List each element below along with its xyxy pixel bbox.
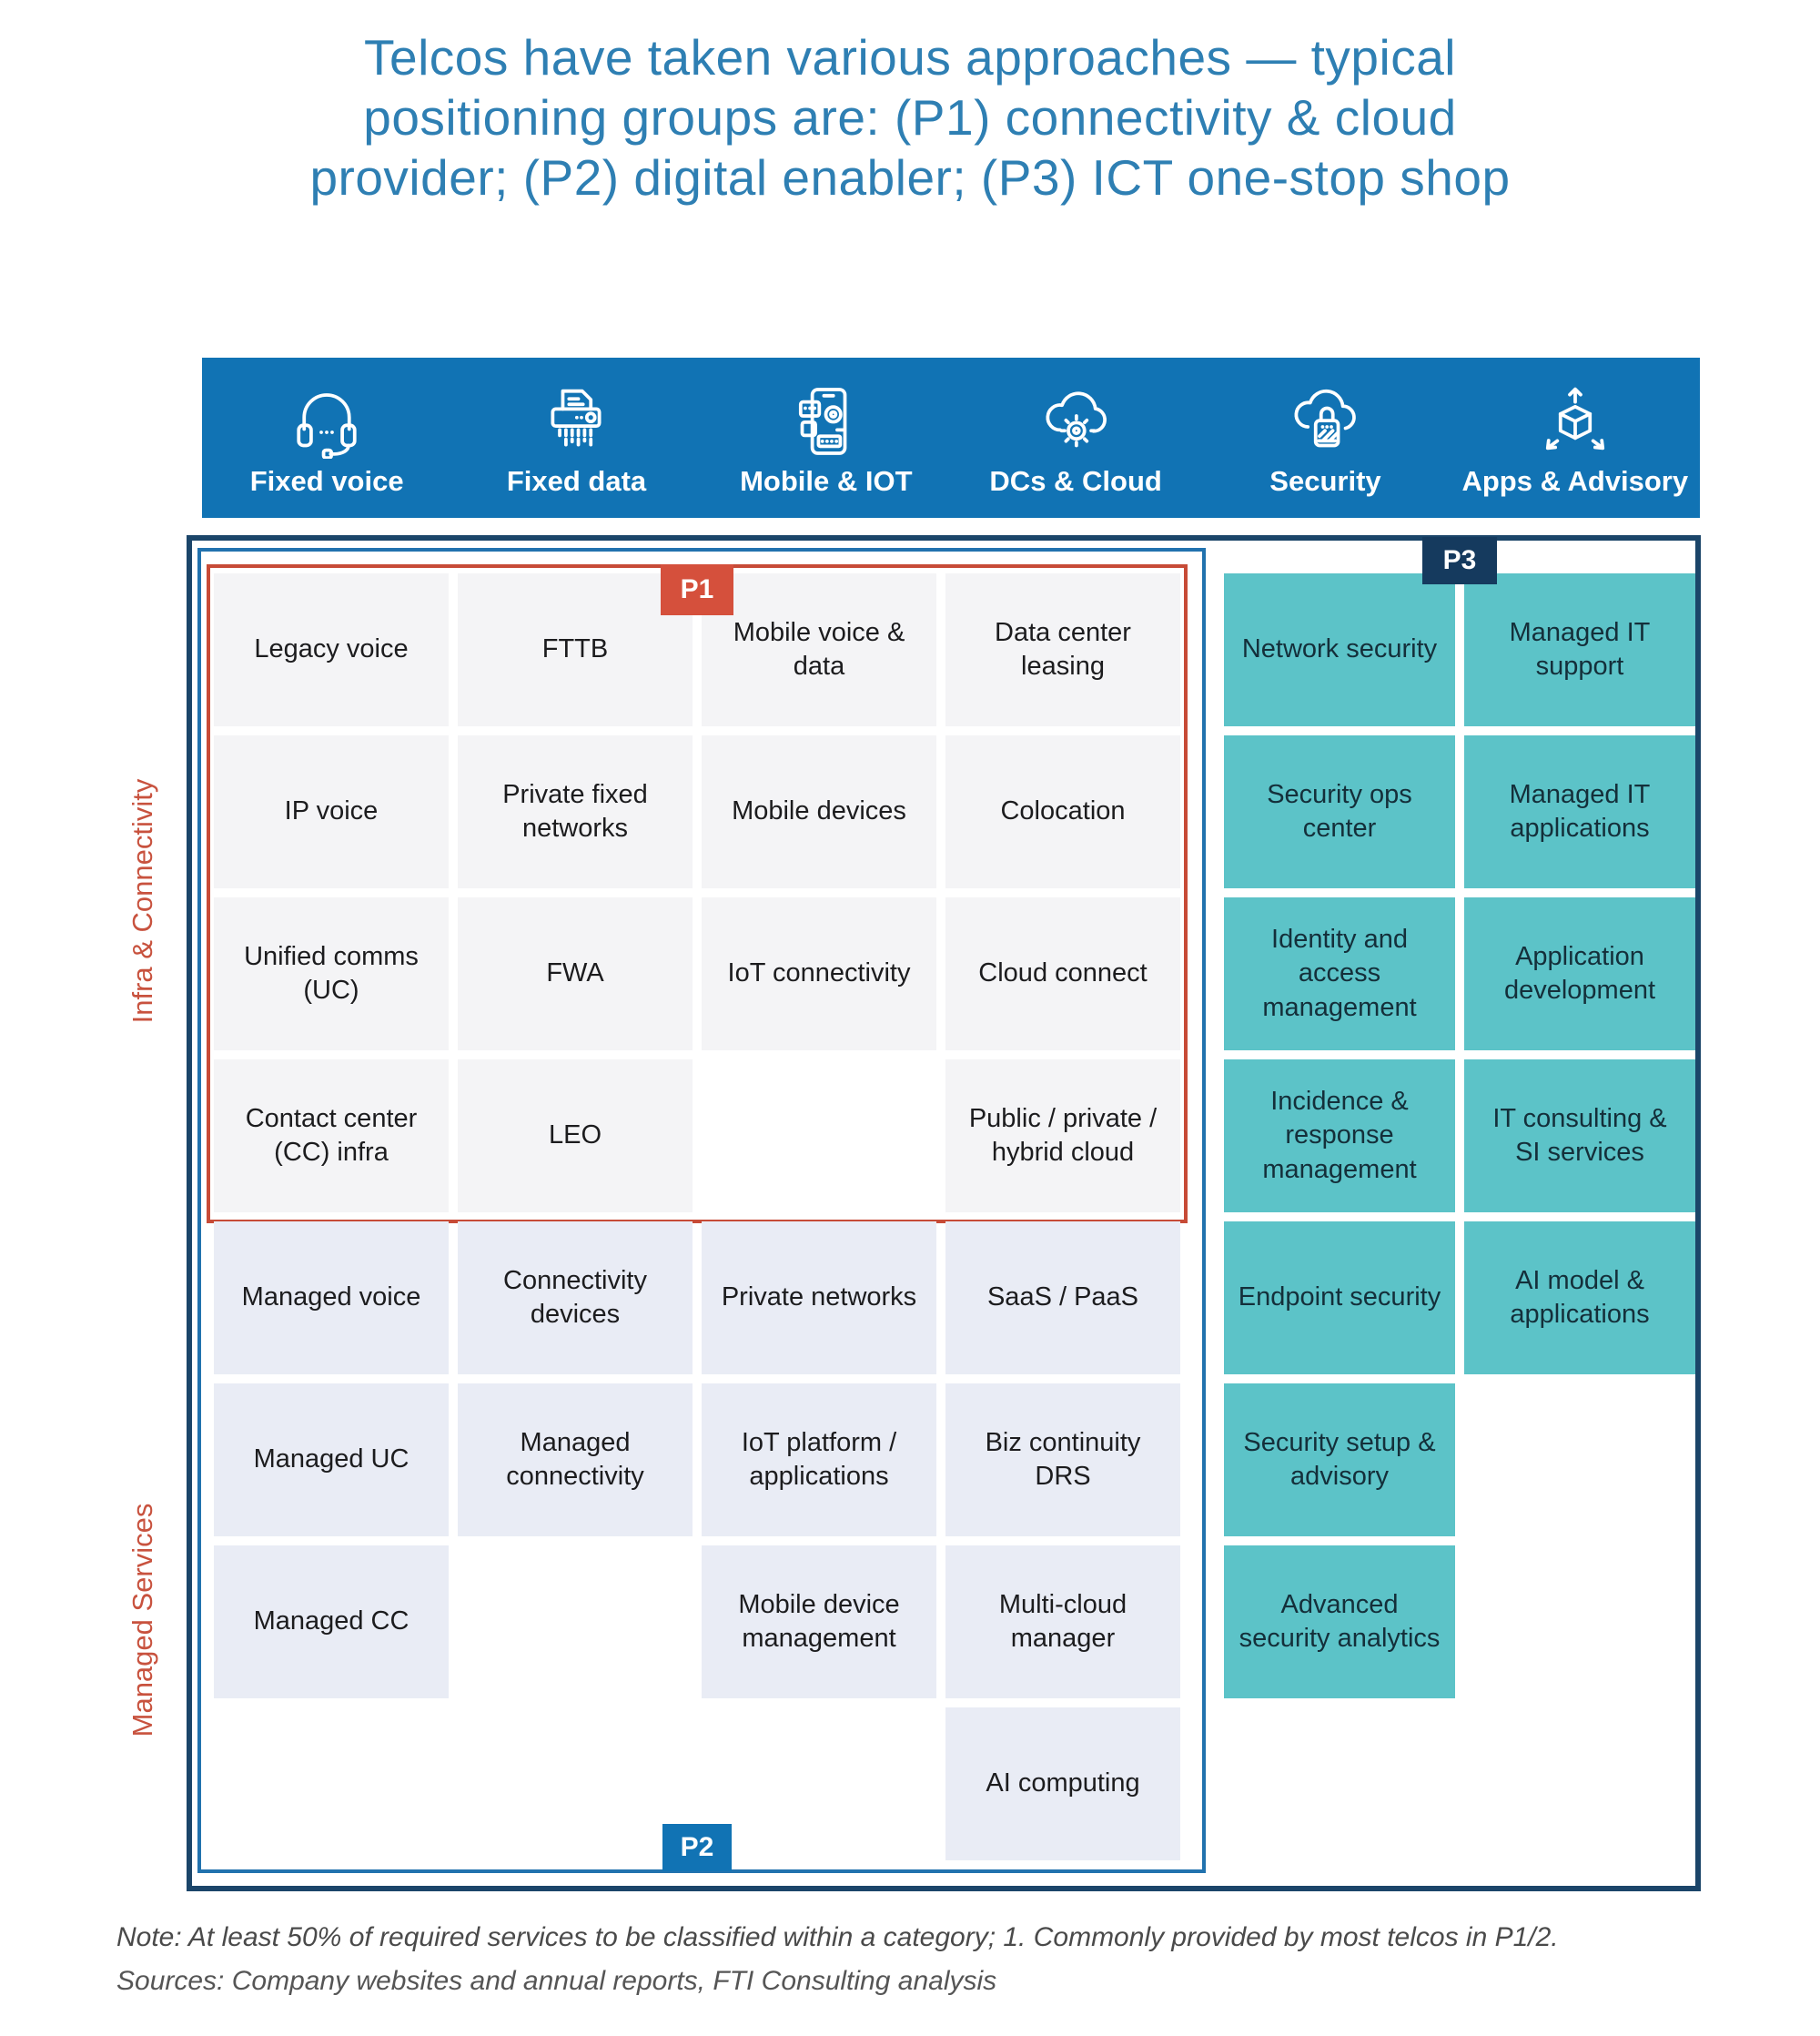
matrix-cell-multi-cloud-manager: Multi-cloud manager: [945, 1545, 1180, 1698]
matrix-cell-private-fixed-networks: Private fixed networks: [458, 735, 693, 888]
matrix-cell-ip-voice: IP voice: [214, 735, 449, 888]
matrix-cell-network-security: Network security: [1224, 573, 1455, 726]
header-col-fixed-data: Fixed data: [451, 358, 701, 518]
matrix-cell-connectivity-devices: Connectivity devices: [458, 1221, 693, 1374]
matrix-cell-managed-cc: Managed CC: [214, 1545, 449, 1698]
matrix-cell-managed-connectivity: Managed connectivity: [458, 1383, 693, 1536]
p3-tag: P3: [1422, 537, 1497, 584]
header-col-fixed-voice: Fixed voice: [202, 358, 451, 518]
matrix-cell-unified-comms-uc: Unified comms (UC): [214, 897, 449, 1050]
matrix-cell-iot-platform-applications: IoT platform / applications: [702, 1383, 936, 1536]
slide-title-line-2: positioning groups are: (P1) connectivit…: [363, 89, 1457, 146]
matrix-cell-incidence-response-management: Incidence & response management: [1224, 1059, 1455, 1212]
matrix-cell-application-development: Application development: [1464, 897, 1695, 1050]
header-col-label: Fixed data: [506, 464, 647, 497]
slide-title-line-3: provider; (P2) digital enabler; (P3) ICT…: [309, 149, 1511, 206]
matrix-cell-managed-uc: Managed UC: [214, 1383, 449, 1536]
matrix-cell-mobile-device-management: Mobile device management: [702, 1545, 936, 1698]
slide-title-line-1: Telcos have taken various approaches — t…: [363, 29, 1457, 86]
header-col-dcs-cloud: DCs & Cloud: [951, 358, 1200, 518]
shredder-icon: [539, 382, 613, 459]
matrix-cell-managed-it-applications: Managed IT applications: [1464, 735, 1695, 888]
matrix-cell-advanced-security-analytics: Advanced security analytics: [1224, 1545, 1455, 1698]
matrix-cell-iot-connectivity: IoT connectivity: [702, 897, 936, 1050]
matrix-cell-security-setup-advisory: Security setup & advisory: [1224, 1383, 1455, 1536]
mobile-apps-icon: [789, 382, 864, 459]
matrix-cell-contact-center-cc-infra: Contact center (CC) infra: [214, 1059, 449, 1212]
row-group-label-infra-connectivity: Infra & Connectivity: [126, 778, 158, 1024]
matrix-cell-data-center-leasing: Data center leasing: [945, 573, 1180, 726]
matrix-cell-it-consulting-si-services: IT consulting & SI services: [1464, 1059, 1695, 1212]
matrix-cell-identity-and-access-management: Identity and access management: [1224, 897, 1455, 1050]
matrix-cell-fttb: FTTB: [458, 573, 693, 726]
matrix-cell-fwa: FWA: [458, 897, 693, 1050]
box-arrows-icon: [1538, 382, 1613, 459]
matrix-cell-managed-it-support: Managed IT support: [1464, 573, 1695, 726]
slide-title: Telcos have taken various approaches — t…: [0, 27, 1820, 208]
matrix-cell-colocation: Colocation: [945, 735, 1180, 888]
footnote-sources: Sources: Company websites and annual rep…: [116, 1966, 997, 1996]
header-col-security: Security: [1200, 358, 1450, 518]
cloud-gear-icon: [1038, 382, 1113, 459]
matrix-cell-leo: LEO: [458, 1059, 693, 1212]
matrix-cell-legacy-voice: Legacy voice: [214, 573, 449, 726]
row-group-label-managed-services: Managed Services: [126, 1503, 158, 1737]
p1-tag: P1: [661, 564, 733, 615]
matrix-cell-ai-model-applications: AI model & applications: [1464, 1221, 1695, 1374]
matrix-cell-ai-computing: AI computing: [945, 1707, 1180, 1860]
header-col-label: Apps & Advisory: [1461, 464, 1689, 497]
footnote-note: Note: At least 50% of required services …: [116, 1922, 1559, 1952]
matrix-cell-private-networks: Private networks: [702, 1221, 936, 1374]
header-col-mobile-iot: Mobile & IOT: [702, 358, 951, 518]
p2-group-border: [197, 548, 1206, 1873]
matrix-cell-mobile-devices: Mobile devices: [702, 735, 936, 888]
header-bar: Fixed voice Fixed data Mobile & IOT DCs & C…: [202, 358, 1700, 518]
matrix-cell-security-ops-center: Security ops center: [1224, 735, 1455, 888]
matrix-cell-cloud-connect: Cloud connect: [945, 897, 1180, 1050]
headset-icon: [289, 382, 364, 459]
matrix-outer-border: [187, 535, 1701, 1891]
matrix-cell-public-private-hybrid-cloud: Public / private / hybrid cloud: [945, 1059, 1180, 1212]
matrix-cell-mobile-voice-data: Mobile voice & data: [702, 573, 936, 726]
header-col-label: Mobile & IOT: [740, 464, 913, 497]
matrix-cell-endpoint-security: Endpoint security: [1224, 1221, 1455, 1374]
header-col-label: DCs & Cloud: [989, 464, 1162, 497]
header-col-apps-advisory: Apps & Advisory: [1451, 358, 1700, 518]
header-col-label: Fixed voice: [249, 464, 404, 497]
matrix-cell-biz-continuity-drs: Biz continuity DRS: [945, 1383, 1180, 1536]
matrix-cell-saas-paas: SaaS / PaaS: [945, 1221, 1180, 1374]
cloud-lock-icon: [1288, 382, 1362, 459]
header-col-label: Security: [1269, 464, 1381, 497]
matrix-cell-managed-voice: Managed voice: [214, 1221, 449, 1374]
p2-tag: P2: [662, 1824, 732, 1871]
